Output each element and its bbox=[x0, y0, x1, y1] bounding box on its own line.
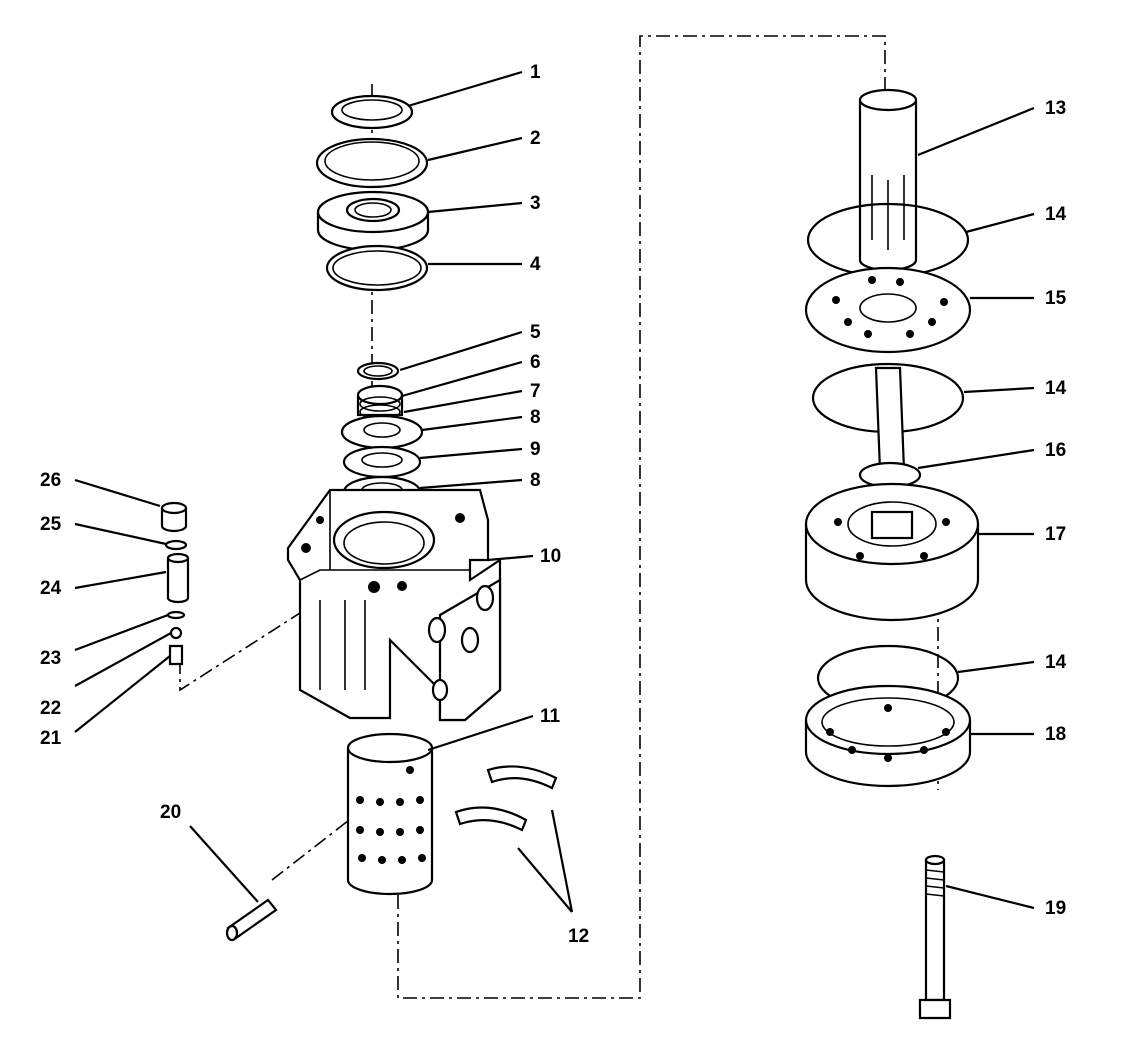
part-22-ball bbox=[169, 626, 183, 640]
callout-8a: 8 bbox=[421, 407, 541, 432]
callout-number: 18 bbox=[1045, 724, 1066, 745]
callout-8b: 8 bbox=[419, 470, 541, 491]
callout-number: 23 bbox=[40, 648, 61, 669]
part-15-spacer-plate bbox=[804, 266, 972, 354]
callout-19: 19 bbox=[945, 884, 1066, 919]
callout-number: 22 bbox=[40, 698, 61, 719]
part-9-thrust-bearing bbox=[342, 445, 422, 479]
callout-number: 10 bbox=[540, 546, 561, 567]
center-axis-pin-20 bbox=[271, 809, 363, 881]
callout-number: 12 bbox=[568, 926, 589, 947]
callout-number: 3 bbox=[530, 193, 541, 214]
part-5-ring bbox=[356, 361, 400, 381]
part-6-7-spring-stack bbox=[356, 384, 404, 420]
callout-3: 3 bbox=[427, 193, 541, 214]
part-4-o-ring bbox=[325, 244, 429, 292]
part-1-seal-ring bbox=[330, 94, 414, 130]
callout-number: 17 bbox=[1045, 524, 1066, 545]
callout-number: 6 bbox=[530, 352, 541, 373]
callout-14b: 14 bbox=[963, 378, 1067, 399]
part-2-o-ring bbox=[315, 137, 429, 189]
callout-6: 6 bbox=[401, 352, 541, 398]
assembly-path-line bbox=[397, 35, 886, 999]
callout-4: 4 bbox=[428, 254, 541, 275]
center-axis-pin-path bbox=[179, 567, 371, 692]
callout-21: 21 bbox=[40, 655, 171, 749]
part-26-plug bbox=[160, 501, 188, 533]
callout-number: 1 bbox=[530, 62, 541, 83]
callout-number: 20 bbox=[160, 802, 181, 823]
callout-number: 26 bbox=[40, 470, 61, 491]
callout-2: 2 bbox=[427, 128, 541, 162]
callout-14a: 14 bbox=[965, 204, 1067, 234]
callout-number: 19 bbox=[1045, 898, 1066, 919]
callout-22: 22 bbox=[40, 632, 172, 719]
part-3-bushing bbox=[316, 190, 430, 252]
callout-number: 25 bbox=[40, 514, 62, 535]
callout-number: 14 bbox=[1045, 652, 1067, 673]
callout-18: 18 bbox=[970, 724, 1066, 745]
callout-12: 12 bbox=[517, 809, 589, 947]
callout-number: 21 bbox=[40, 728, 62, 749]
part-10-housing bbox=[286, 488, 502, 722]
part-8-thrust-washer-upper bbox=[340, 414, 424, 450]
part-24-check-valve bbox=[166, 552, 190, 604]
part-17-gerotor bbox=[804, 482, 980, 622]
callout-number: 9 bbox=[530, 439, 541, 460]
part-12-centering-springs bbox=[454, 765, 558, 832]
callout-number: 11 bbox=[540, 706, 561, 727]
part-21-seat bbox=[168, 644, 184, 666]
callout-14c: 14 bbox=[957, 652, 1067, 674]
part-23-o-ring bbox=[166, 610, 186, 620]
callout-number: 8 bbox=[530, 470, 541, 491]
callout-number: 15 bbox=[1045, 288, 1067, 309]
callout-number: 7 bbox=[530, 381, 541, 402]
part-19-bolt bbox=[918, 854, 952, 1020]
callout-number: 2 bbox=[530, 128, 541, 149]
part-25-o-ring bbox=[164, 539, 188, 551]
callout-number: 16 bbox=[1045, 440, 1066, 461]
callout-number: 4 bbox=[530, 254, 541, 275]
part-13-spool bbox=[858, 88, 918, 272]
part-20-pin bbox=[225, 898, 278, 942]
callout-number: 24 bbox=[40, 578, 62, 599]
callout-24: 24 bbox=[40, 570, 167, 599]
callout-25: 25 bbox=[40, 514, 167, 546]
callout-7: 7 bbox=[403, 381, 541, 414]
part-16-drive bbox=[858, 366, 922, 489]
callout-17: 17 bbox=[978, 524, 1066, 545]
callout-number: 8 bbox=[530, 407, 541, 428]
callout-5: 5 bbox=[399, 322, 541, 372]
callout-number: 14 bbox=[1045, 378, 1067, 399]
callout-1: 1 bbox=[407, 62, 541, 108]
callout-number: 13 bbox=[1045, 98, 1066, 119]
callout-26: 26 bbox=[40, 470, 161, 508]
callout-11: 11 bbox=[427, 706, 561, 752]
callout-13: 13 bbox=[917, 98, 1066, 157]
callout-20: 20 bbox=[160, 802, 259, 903]
callout-23: 23 bbox=[40, 613, 169, 669]
callout-15: 15 bbox=[970, 288, 1067, 309]
callout-number: 5 bbox=[530, 322, 541, 343]
callout-10: 10 bbox=[487, 546, 561, 567]
part-18-end-cap bbox=[804, 684, 972, 788]
callout-9: 9 bbox=[419, 439, 541, 460]
callout-16: 16 bbox=[917, 440, 1066, 470]
part-11-sleeve bbox=[346, 732, 434, 896]
callout-number: 14 bbox=[1045, 204, 1067, 225]
